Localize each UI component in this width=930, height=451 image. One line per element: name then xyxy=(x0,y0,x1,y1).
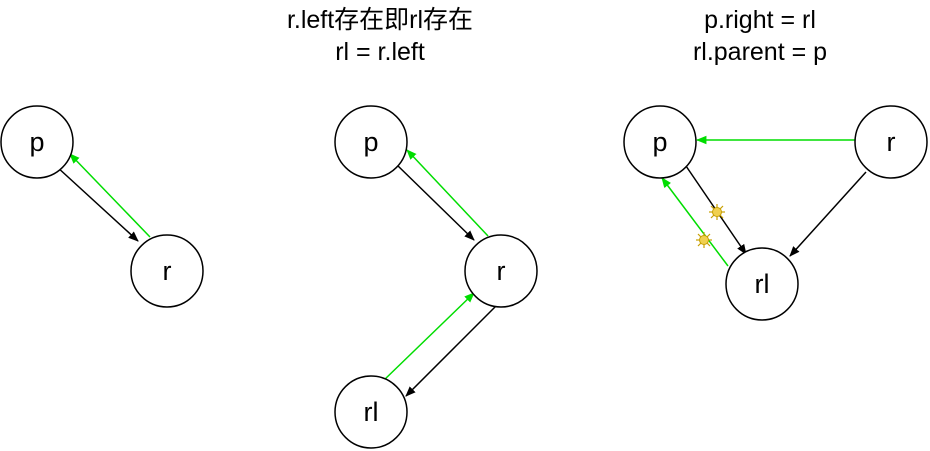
node-p: p xyxy=(623,105,697,179)
sun-icon xyxy=(709,204,725,220)
node-r-label: r xyxy=(887,127,896,157)
node-rl: rl xyxy=(725,247,799,321)
edge-p-to-r xyxy=(55,165,139,242)
panel-3-caption-line-1: p.right = rl xyxy=(704,6,816,34)
node-r-label: r xyxy=(163,256,172,286)
node-rl-label: rl xyxy=(364,397,379,427)
panel-2-caption-line-1: r.left存在即rl存在 xyxy=(286,6,474,34)
edge-rl-to-r-parent xyxy=(382,292,475,382)
panel-2-caption-line-2: rl = r.left xyxy=(335,38,425,66)
node-p: p xyxy=(0,105,74,179)
node-p-label: p xyxy=(652,127,667,157)
node-r: r xyxy=(854,105,928,179)
edge-r-to-p-parent xyxy=(69,153,151,238)
node-p-label: p xyxy=(363,127,378,157)
node-r: r xyxy=(464,234,538,308)
node-p: p xyxy=(334,105,408,179)
panel-2: p r rl xyxy=(334,105,538,449)
node-p-label: p xyxy=(29,127,44,157)
node-r-label: r xyxy=(497,256,506,286)
edge-rl-parent-to-p xyxy=(661,177,729,267)
edge-p-to-r xyxy=(395,163,475,241)
node-rl-label: rl xyxy=(755,269,770,299)
panel-3-caption: p.right = rl rl.parent = p xyxy=(610,4,910,68)
panel-1: p r xyxy=(0,105,204,308)
edge-r-to-rl xyxy=(405,305,497,397)
panel-2-caption: r.left存在即rl存在 rl = r.left xyxy=(230,4,530,68)
node-r: r xyxy=(130,234,204,308)
edge-r-to-p-parent xyxy=(406,149,489,237)
node-rl: rl xyxy=(334,375,408,449)
sun-icon xyxy=(696,232,712,248)
panel-3: p r rl xyxy=(623,105,928,321)
panel-3-caption-line-2: rl.parent = p xyxy=(692,38,828,66)
edge-r-to-rl xyxy=(789,171,867,257)
